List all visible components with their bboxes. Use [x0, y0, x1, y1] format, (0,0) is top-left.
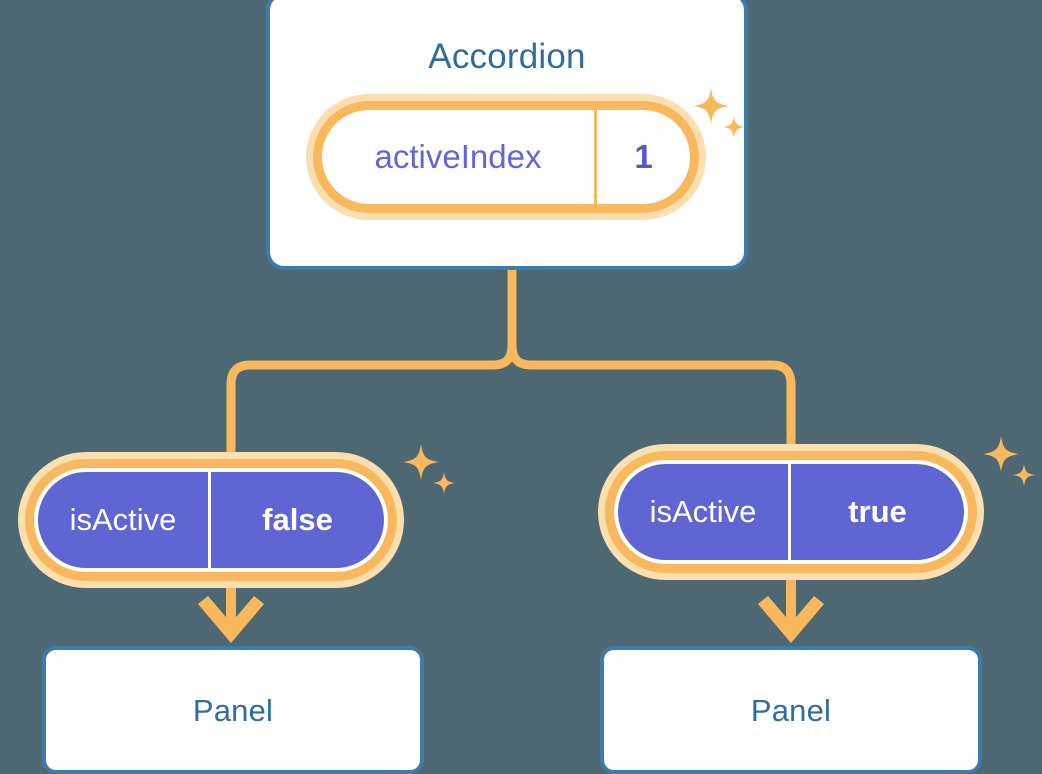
panel-card-left[interactable]: Panel — [42, 646, 424, 774]
wire-to-left-pill — [226, 345, 517, 456]
panel-card-right-title: Panel — [750, 692, 832, 728]
arrow-down-icon-stem-left — [226, 584, 236, 626]
prop-pill-isactive-true[interactable]: isActive true — [598, 444, 984, 580]
sparkle-icon — [403, 444, 455, 494]
wire-to-right-pill — [507, 345, 796, 448]
state-pill-body: activeIndex 1 — [322, 110, 690, 204]
panel-card-left-title: Panel — [192, 692, 274, 728]
arrow-down-icon-stem-right — [786, 576, 796, 626]
prop-pill-body-right: isActive true — [614, 460, 968, 564]
prop-pill-value-left: false — [262, 502, 333, 537]
accordion-card-title: Accordion — [428, 37, 586, 76]
state-pill-activeindex[interactable]: activeIndex 1 — [306, 94, 706, 220]
prop-pill-body-left: isActive false — [34, 468, 388, 572]
prop-pill-isactive-false[interactable]: isActive false — [18, 452, 404, 588]
state-pill-ring: activeIndex 1 — [313, 101, 699, 213]
prop-pill-key-right: isActive — [618, 464, 791, 560]
prop-pill-ring-left: isActive false — [25, 459, 397, 581]
sparkle-icon — [983, 436, 1035, 486]
arrow-down-icon-head-left — [198, 596, 264, 643]
panel-card-right[interactable]: Panel — [600, 646, 982, 774]
arrow-down-left — [198, 584, 264, 643]
prop-pill-key-left: isActive — [38, 472, 211, 568]
prop-pill-ring-right: isActive true — [605, 451, 977, 573]
arrow-down-icon-head-right — [758, 596, 824, 643]
state-pill-key: activeIndex — [322, 110, 597, 204]
prop-pill-inner-left: isActive false — [38, 472, 384, 568]
arrow-down-right — [758, 576, 824, 643]
prop-pill-value-right: true — [848, 494, 907, 529]
state-pill-value: 1 — [634, 138, 653, 175]
prop-pill-inner-right: isActive true — [618, 464, 964, 560]
